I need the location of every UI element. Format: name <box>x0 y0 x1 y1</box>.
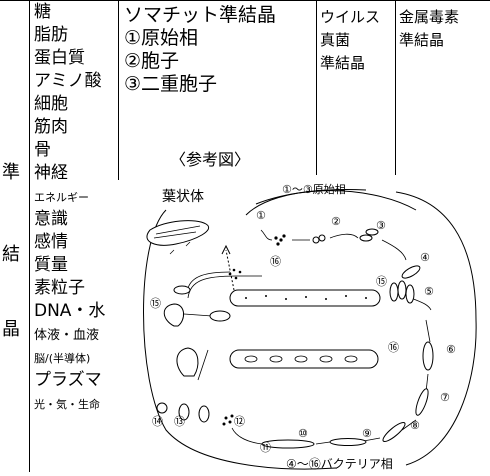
stage-number: ⑬ <box>174 415 185 428</box>
stage-number: ⑤ <box>424 285 434 298</box>
stage-number: ⑫ <box>234 415 245 428</box>
stage-number: ⑮ <box>150 297 161 310</box>
col1-item-energy: エネルギー <box>34 191 89 204</box>
somatid-cycle-diagram: 葉状体 ①〜③原始相 ④〜⑯バクテリア相 ① ② ③ ④ ⑤ ⑥ ⑦ ⑧ ⑨ ⑩… <box>126 180 490 476</box>
col3-divider <box>316 0 317 175</box>
label-primitive-phase: ①〜③原始相 <box>282 183 346 196</box>
stage-12 <box>222 414 234 426</box>
stage-16-dots <box>228 268 242 280</box>
col1-item-dna-water: DNA・水 <box>34 301 106 321</box>
stage-number: ① <box>256 209 266 222</box>
col3-item-quasicrystal: 準結晶 <box>320 54 366 72</box>
col2-item-double-spore: ③二重胞子 <box>124 73 218 95</box>
col1-item-nerve: 神経 <box>34 163 68 183</box>
stage-number: ⑯ <box>270 255 281 268</box>
stage-number: ⑩ <box>298 427 308 440</box>
col1-item-cell: 細胞 <box>34 94 68 114</box>
stage-number: ⑦ <box>440 391 450 404</box>
left-label-1: 準 <box>2 162 20 183</box>
stage-number: ⑥ <box>446 343 456 356</box>
col2-item-spore: ②胞子 <box>124 50 180 72</box>
col1-item-muscle: 筋肉 <box>34 117 68 137</box>
stage-number: ⑧ <box>410 419 420 432</box>
col1-item-consciousness: 意識 <box>34 209 68 229</box>
col2-title: ソマチット準結晶 <box>124 4 277 26</box>
stage-number: ⑯ <box>388 341 399 354</box>
stage-number: ⑪ <box>260 441 271 454</box>
left-label-3: 晶 <box>2 319 20 340</box>
col1-item-amino-acid: アミノ酸 <box>34 71 102 91</box>
col1-item-particle: 素粒子 <box>34 278 85 298</box>
col2-divider <box>118 0 119 180</box>
col1-item-light-qi-life: 光・気・生命 <box>34 398 100 411</box>
col1-item-bone: 骨 <box>34 140 51 160</box>
col1-item-emotion: 感情 <box>34 232 68 252</box>
stage-number: ⑮ <box>376 275 387 288</box>
stage-number: ⑭ <box>152 415 163 428</box>
rod-dots <box>245 295 367 300</box>
col4-item-metal-toxin: 金属毒素 <box>399 8 460 26</box>
col4-content: 金属毒素 準結晶 <box>399 6 459 52</box>
rod-ovals <box>244 355 358 363</box>
col4-divider <box>395 0 396 175</box>
stage-primitive <box>260 228 407 261</box>
left-label-2: 結 <box>2 244 20 265</box>
stage-number: ④ <box>420 251 430 264</box>
col3-item-fungus: 真菌 <box>320 31 351 49</box>
col1-item-sugar: 糖 <box>34 2 51 22</box>
col4-item-quasicrystal: 準結晶 <box>399 31 445 49</box>
reference-label: 〈参考図〉 <box>170 150 251 169</box>
col1-item-protein: 蛋白質 <box>34 48 85 68</box>
label-bacteria-phase: ④〜⑯バクテリア相 <box>286 457 393 471</box>
header-strip-line <box>0 0 490 1</box>
col3-item-virus: ウイルス <box>320 8 381 26</box>
cycle-diagram-svg <box>143 189 477 470</box>
col1-item-body-fluid: 体液・血液 <box>34 328 100 343</box>
col1-item-brain: 脳/(半導体) <box>34 352 91 365</box>
stage-5 <box>389 280 415 304</box>
col3-content: ウイルス 真菌 準結晶 <box>320 6 380 75</box>
stage-number: ⑨ <box>362 427 372 440</box>
col1-item-mass: 質量 <box>34 255 68 275</box>
col1-item-plasma: プラズマ <box>34 370 102 390</box>
stage-number: ③ <box>376 219 386 232</box>
col1-item-fat: 脂肪 <box>34 25 68 45</box>
col2-content: ソマチット準結晶 ①原始相 ②胞子 ③二重胞子 <box>124 4 276 96</box>
stage-number: ② <box>331 215 341 228</box>
col1-divider <box>29 0 30 472</box>
col2-item-primitive: ①原始相 <box>124 27 199 49</box>
label-leaf: 葉状体 <box>162 189 204 205</box>
